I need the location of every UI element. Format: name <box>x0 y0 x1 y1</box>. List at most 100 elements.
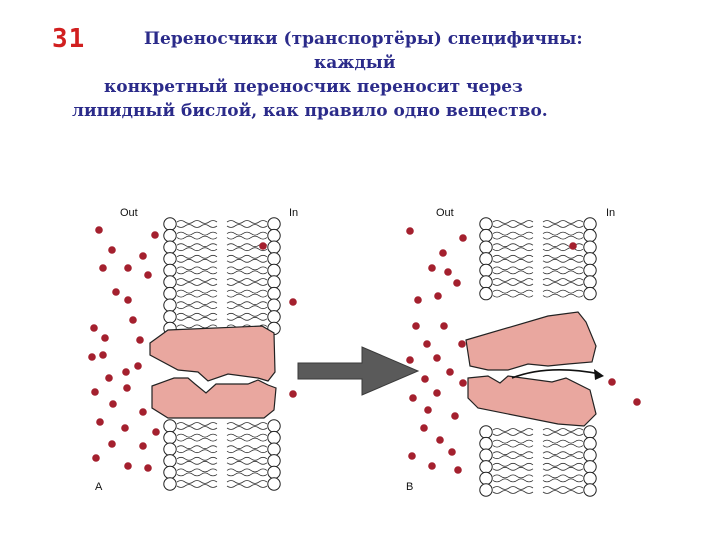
lipid-head <box>163 454 177 468</box>
slide-number: 31 <box>52 24 86 54</box>
lipid-tail <box>542 478 584 483</box>
solute-molecule <box>96 418 104 426</box>
lipid-head <box>583 471 597 486</box>
lipid-tail <box>176 437 218 442</box>
lipid-tail <box>492 231 534 236</box>
solute-molecule <box>144 271 152 279</box>
lipid-tail <box>176 460 218 465</box>
solute-molecule <box>259 242 267 250</box>
transport-path-arrowhead <box>594 369 604 380</box>
lipid-head <box>583 436 597 451</box>
lipid-tail <box>492 254 534 259</box>
solute-molecule <box>459 234 467 242</box>
lipid-head <box>479 436 493 451</box>
lipid-tail <box>226 282 268 286</box>
solute-molecule <box>139 252 147 260</box>
lipid-head <box>267 217 281 231</box>
lipid-head <box>267 286 281 301</box>
lipid-head <box>583 286 597 301</box>
lipid-tail <box>492 266 534 271</box>
lipid-tail <box>542 231 584 236</box>
lipid-tail <box>176 278 218 282</box>
panel-b-transporter-lower-half <box>467 375 597 427</box>
lipid-tail <box>176 258 218 263</box>
lipid-tail <box>492 258 534 263</box>
lipid-tail <box>492 428 534 432</box>
lipid-tail <box>492 247 534 252</box>
lipid-head <box>163 217 177 231</box>
solute-molecule <box>144 464 152 472</box>
lipid-tail <box>542 243 584 248</box>
solute-molecule <box>569 242 577 250</box>
lipid-tail <box>226 445 268 450</box>
lipid-head <box>583 275 597 289</box>
lipid-tail <box>542 432 584 436</box>
lipid-tail <box>176 468 218 473</box>
lipid-tail <box>542 254 584 259</box>
lipid-tail <box>492 451 534 456</box>
lipid-tail <box>542 443 584 448</box>
lipid-head <box>267 252 281 266</box>
solute-molecule <box>440 322 448 330</box>
lipid-tail <box>492 486 534 490</box>
lipid-tail <box>176 449 218 454</box>
solute-molecule <box>434 292 442 300</box>
lipid-tail <box>492 278 534 282</box>
panel-b: Out In B <box>406 207 641 497</box>
lipid-head <box>267 430 281 445</box>
panel-a-bilayer-lower <box>163 419 281 491</box>
lipid-tail <box>542 462 584 467</box>
lipid-tail <box>226 266 268 271</box>
lipid-head <box>479 460 493 474</box>
lipid-head <box>267 465 281 480</box>
lipid-tail <box>226 460 268 465</box>
transition-arrow <box>297 346 420 396</box>
lipid-tail <box>542 247 584 252</box>
solute-molecule <box>633 398 641 406</box>
solute-molecule <box>99 264 107 272</box>
title-line-4: липидный бислой, как правило одно вещест… <box>72 101 548 121</box>
solute-molecule <box>458 340 466 348</box>
lipid-tail <box>226 480 268 484</box>
lipid-tail <box>176 247 218 252</box>
lipid-tail <box>226 437 268 442</box>
lipid-head <box>163 286 177 301</box>
solute-molecule <box>121 424 129 432</box>
solute-molecule <box>124 296 132 304</box>
solute-molecule <box>406 227 414 235</box>
lipid-tail <box>542 282 584 286</box>
lipid-head <box>163 263 177 278</box>
solute-molecule <box>124 264 132 272</box>
lipid-head <box>583 460 597 474</box>
lipid-tail <box>226 312 268 317</box>
lipid-head <box>163 419 177 433</box>
solute-molecule <box>424 406 432 414</box>
lipid-tail <box>176 231 218 236</box>
lipid-head <box>163 465 177 480</box>
solute-molecule <box>95 226 103 234</box>
lipid-head <box>163 442 177 456</box>
solute-molecule <box>454 466 462 474</box>
solute-molecule <box>420 424 428 432</box>
lipid-tail <box>226 426 268 430</box>
solute-molecule <box>109 400 117 408</box>
solute-molecule <box>428 264 436 272</box>
solute-molecule <box>92 454 100 462</box>
lipid-head <box>583 483 597 497</box>
panel-a: Out In A <box>88 207 298 493</box>
lipid-tail <box>492 443 534 448</box>
panel-a-label: A <box>95 481 103 493</box>
lipid-head <box>583 263 597 278</box>
lipid-tail <box>226 289 268 294</box>
solute-molecule <box>136 336 144 344</box>
lipid-tail <box>542 474 584 479</box>
lipid-tail <box>176 426 218 430</box>
lipid-tail <box>492 466 534 471</box>
lipid-tail <box>176 305 218 310</box>
solute-molecule <box>99 351 107 359</box>
lipid-head <box>583 240 597 254</box>
solute-molecule <box>459 379 467 387</box>
lipid-tail <box>226 235 268 240</box>
solute-molecule <box>90 324 98 332</box>
lipid-tail <box>176 235 218 240</box>
